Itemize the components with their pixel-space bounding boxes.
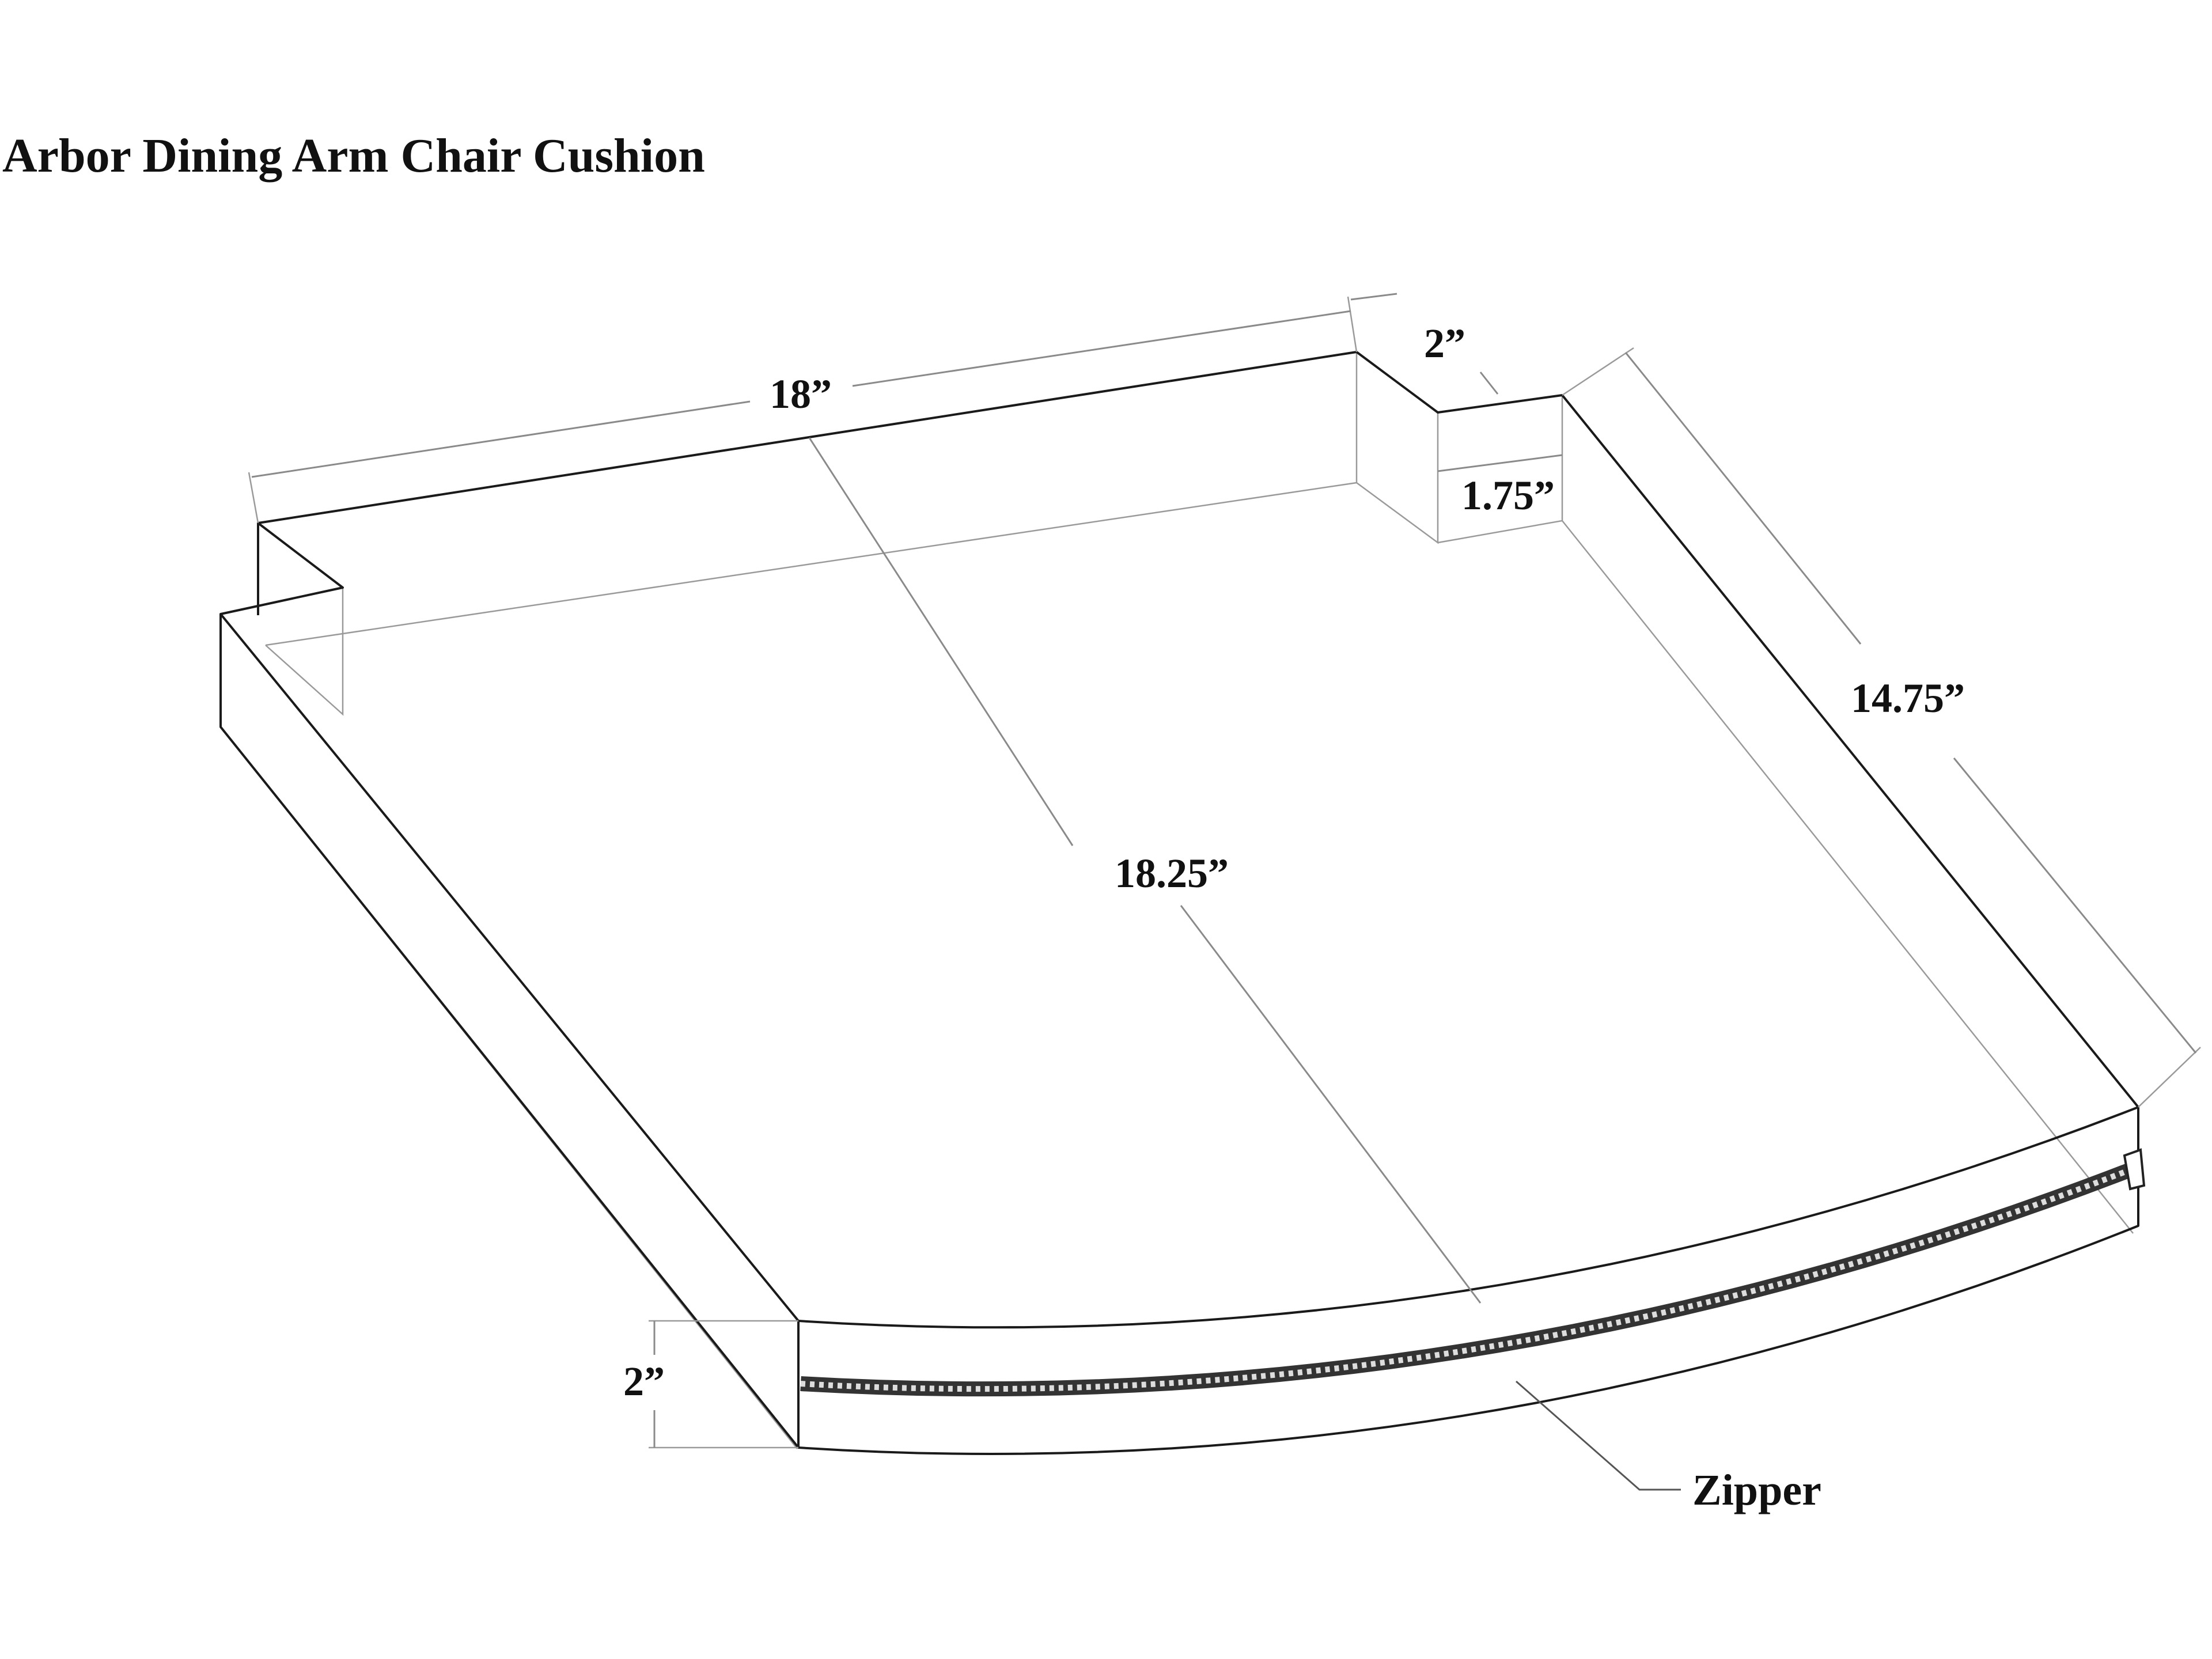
dim-center-depth-label: 18.25” (1115, 850, 1229, 896)
hidden-edges (219, 352, 2134, 1449)
zipper-teeth (800, 1168, 2130, 1392)
dimension-lines (248, 293, 2201, 1449)
dim-side-depth-label: 14.75” (1851, 675, 1965, 721)
dim-notch-depth-label: 1.75” (1461, 472, 1555, 518)
hidden-right-bottom-edge (1562, 520, 2134, 1234)
hidden-notch-right (1356, 412, 1439, 544)
left-side-edge (219, 614, 800, 1449)
dim-notch-width-label: 2” (1424, 320, 1465, 366)
zipper-leader (1516, 1380, 1681, 1491)
hidden-notch-left (265, 588, 344, 716)
zipper (800, 1148, 2146, 1397)
dim-thickness-label: 2” (623, 1358, 665, 1404)
zipper-pull-icon (2123, 1148, 2146, 1191)
front-face-outline (797, 1107, 2139, 1455)
cushion-outline (219, 351, 2139, 1455)
dim-width-top-label: 18” (770, 371, 832, 417)
top-face-outline (219, 351, 2139, 1329)
zipper-track (800, 1163, 2131, 1397)
hidden-left-bottom (219, 614, 798, 1449)
diagram-title: Arbor Dining Arm Chair Cushion (2, 129, 705, 183)
zipper-label: Zipper (1692, 1466, 1821, 1514)
